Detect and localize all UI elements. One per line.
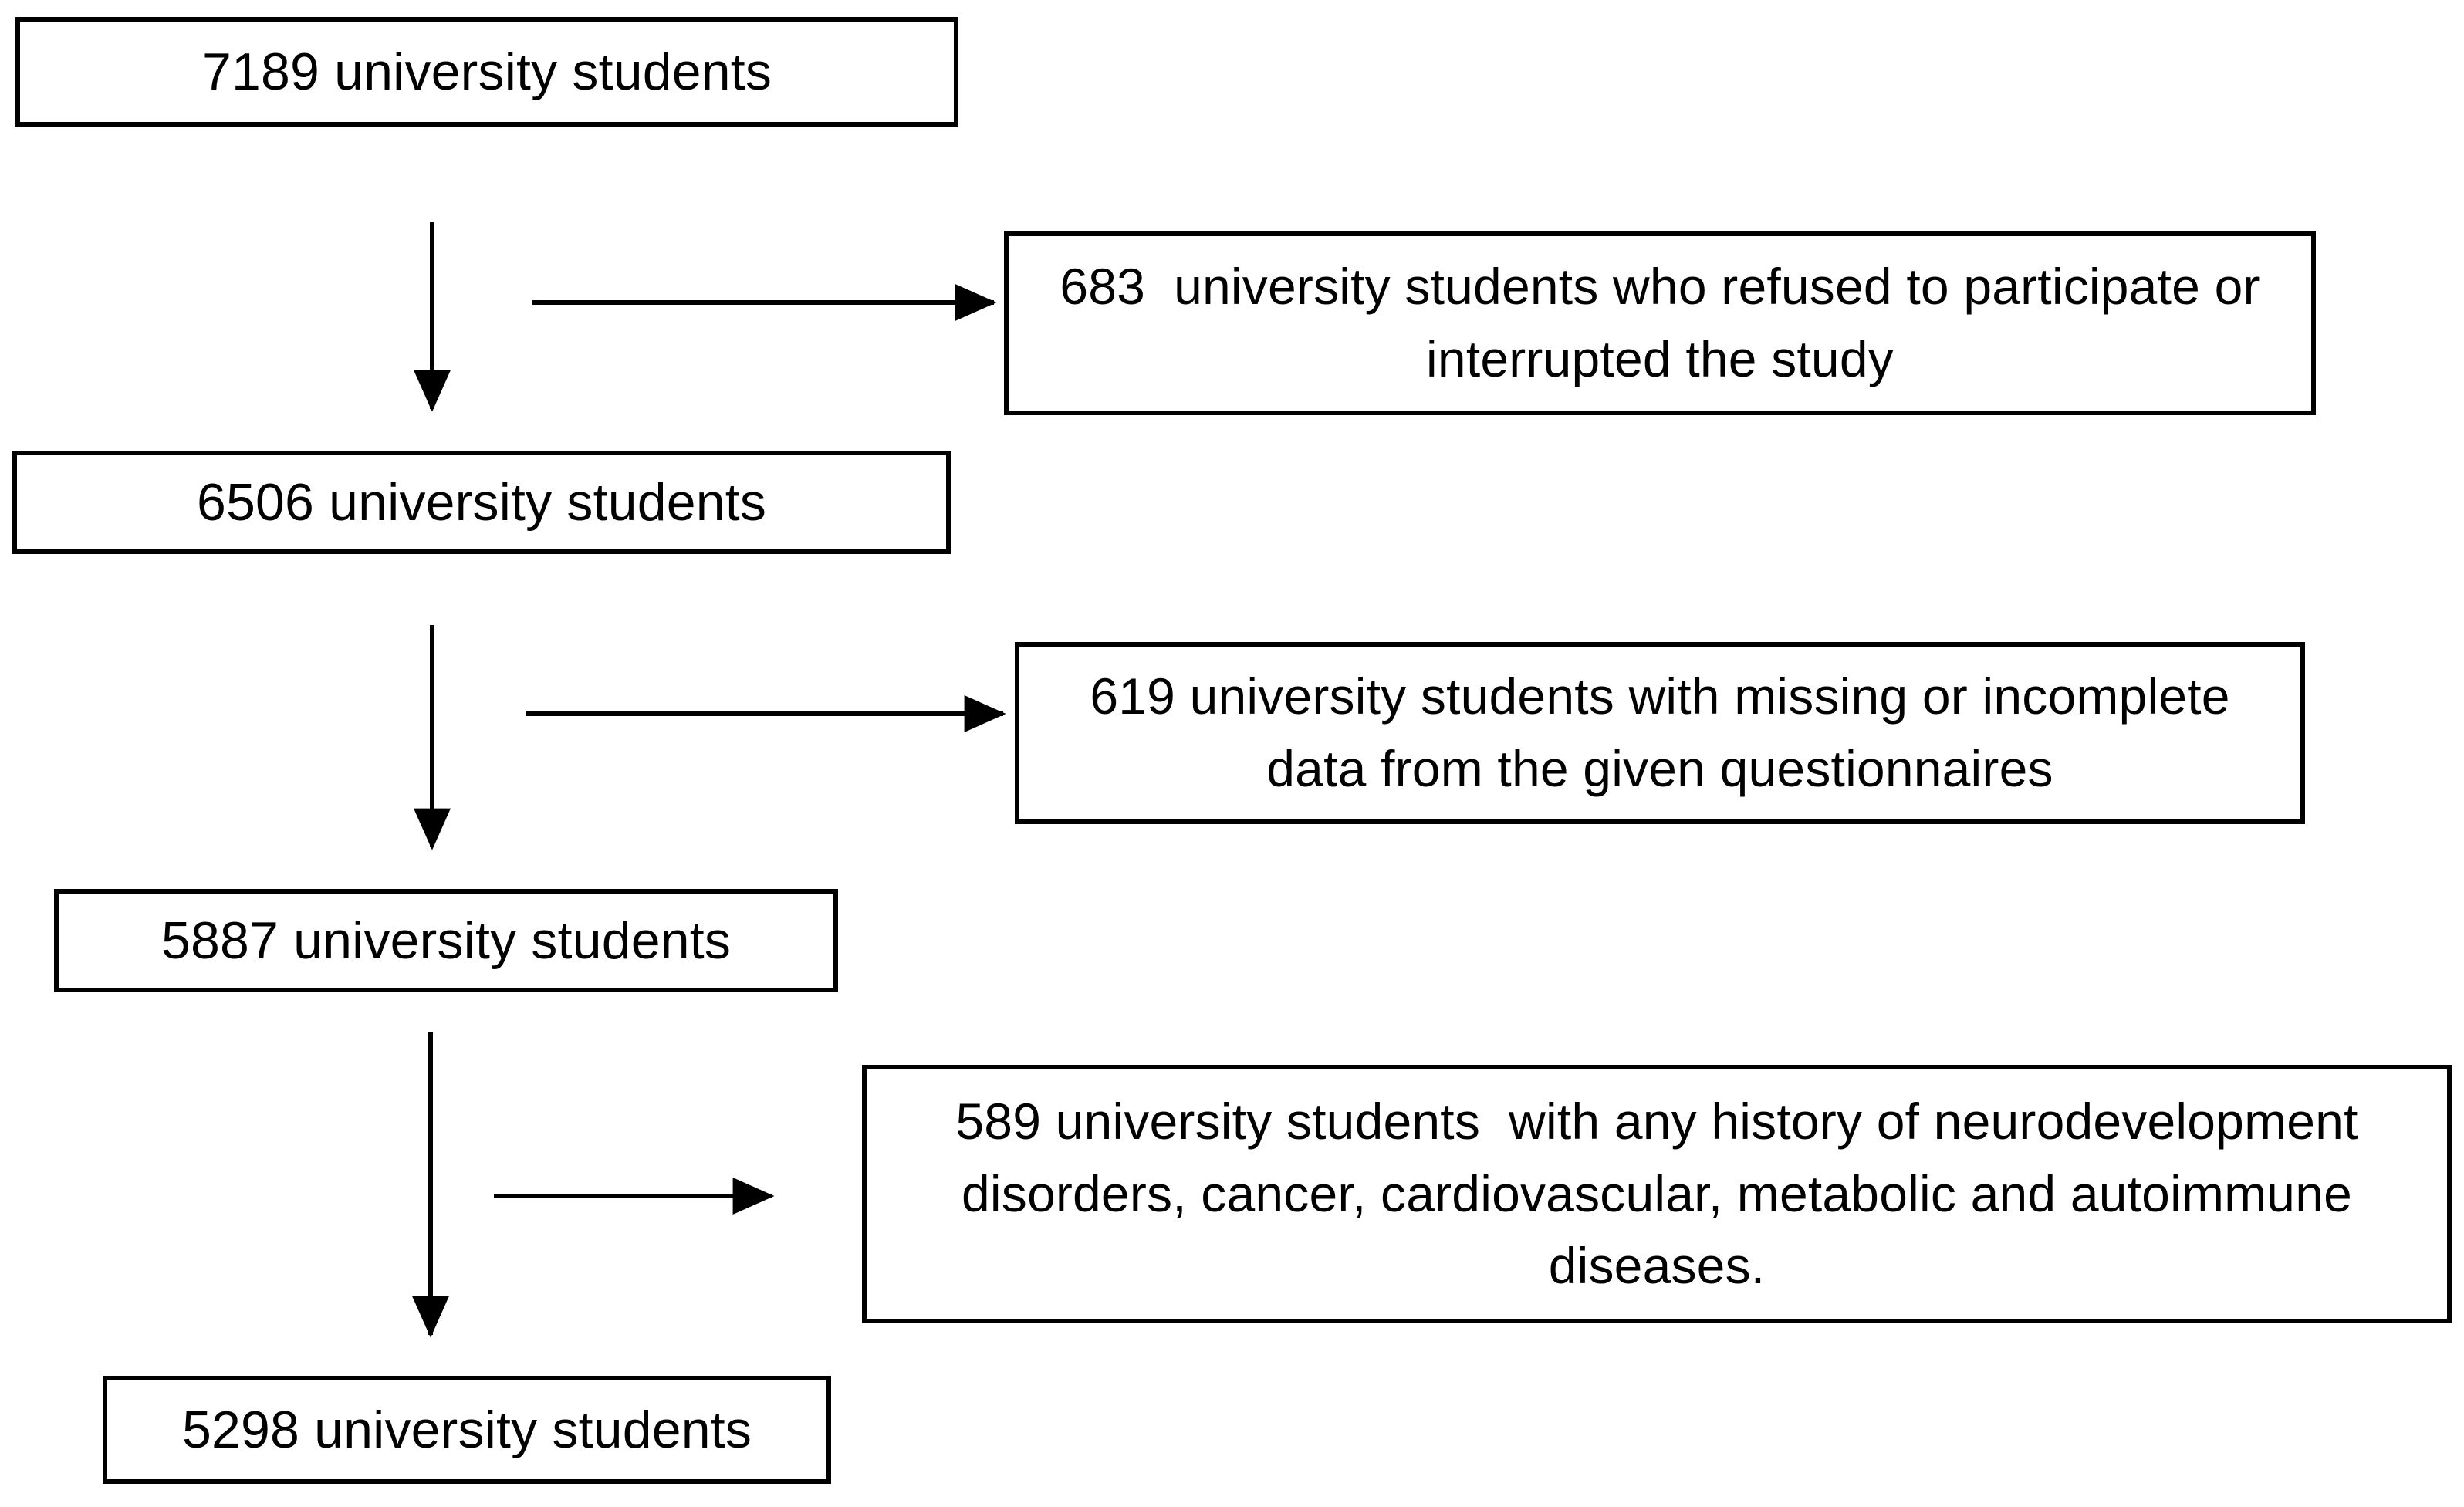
node-excluded-missing-data: 619 university students with missing or … <box>1015 642 2305 824</box>
node-remaining-after-refusals: 6506 university students <box>12 451 951 554</box>
node-excluded-medical-history: 589 university students with any history… <box>862 1065 2452 1323</box>
node-remaining-after-missing-data: 5887 university students <box>54 889 838 992</box>
node-enrolled-students: 7189 university students <box>15 17 958 127</box>
node-final-sample: 5298 university students <box>103 1376 831 1484</box>
node-excluded-refused: 683 university students who refused to p… <box>1004 231 2316 415</box>
